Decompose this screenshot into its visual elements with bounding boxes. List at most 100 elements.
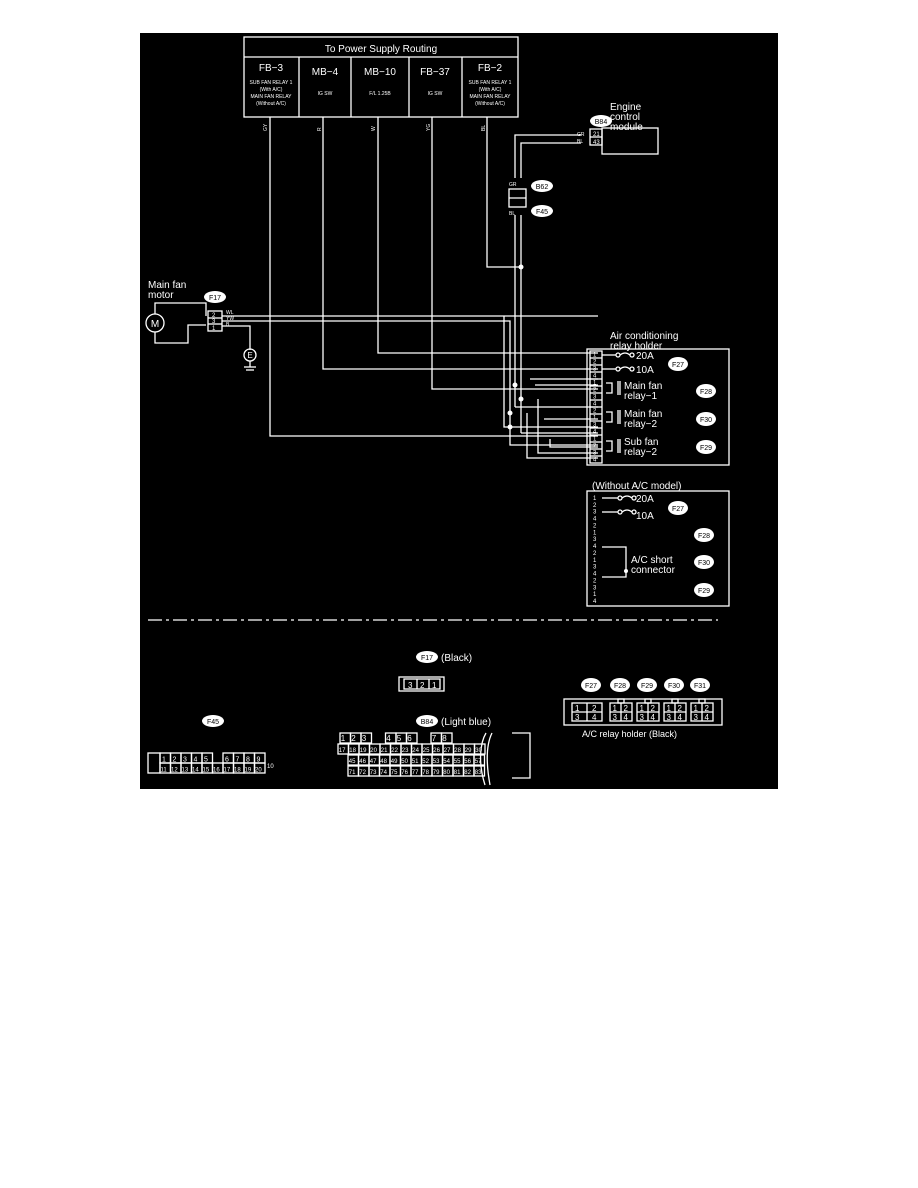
ground-symbol: E bbox=[247, 351, 252, 360]
relay-view-code: F31 bbox=[694, 683, 706, 690]
f45-pin-top: 3 bbox=[183, 757, 187, 764]
without-ac-pin: 4 bbox=[593, 599, 597, 605]
f45-pin-bottom: 18 bbox=[234, 768, 241, 774]
relay-pin: 2 bbox=[593, 409, 597, 415]
f45-pin-top: 5 bbox=[204, 757, 208, 764]
b84-pin: 25 bbox=[423, 748, 430, 754]
b84-pin: 71 bbox=[349, 770, 356, 776]
without-ac-fuse-10a: 10A bbox=[636, 511, 654, 522]
fb3-desc-3: MAIN FAN RELAY bbox=[250, 94, 292, 100]
relay-pin: 2 bbox=[593, 388, 597, 394]
short-connector-line2: connector bbox=[631, 565, 676, 576]
main-fan-motor: Main fan motor M 2 3 1 WL YW B F17 E bbox=[145, 280, 257, 371]
b84-pin: 50 bbox=[401, 759, 408, 765]
without-ac-pin: 1 bbox=[593, 558, 597, 564]
fb3-desc-4: (Without A/C) bbox=[256, 101, 286, 107]
fb3-desc-2: (With A/C) bbox=[260, 87, 283, 93]
fb3-code: FB−3 bbox=[259, 63, 284, 74]
ecm-label-2: control bbox=[610, 112, 640, 123]
b84-pin: 78 bbox=[422, 770, 429, 776]
relay-pin: 4 bbox=[593, 402, 597, 408]
b84-pin: 8 bbox=[442, 734, 447, 743]
without-ac-pin: 2 bbox=[593, 503, 597, 509]
b84-pin: 51 bbox=[412, 759, 419, 765]
b84-pin-cell bbox=[473, 743, 486, 755]
f17-pin: 2 bbox=[420, 681, 425, 690]
ecm-label-3: module bbox=[610, 122, 643, 133]
f17-view-code: F17 bbox=[421, 655, 433, 662]
f45-pin-bottom: 12 bbox=[171, 768, 178, 774]
relay-view-pin: 2 bbox=[592, 704, 597, 713]
b84-pin-cell bbox=[473, 754, 486, 766]
b84-pin: 27 bbox=[444, 748, 451, 754]
relay-view-frame bbox=[563, 698, 723, 726]
relay-view-pin: 1 bbox=[667, 704, 672, 713]
without-ac-pin: 4 bbox=[593, 517, 597, 523]
without-ac-pin: 3 bbox=[593, 565, 597, 571]
b84-pin: 20 bbox=[370, 748, 377, 754]
motor-pin-1: 2 bbox=[212, 313, 216, 319]
b84-pin: 17 bbox=[339, 748, 346, 754]
motor-wire-2: YW bbox=[226, 316, 234, 322]
b84-pin: 54 bbox=[443, 759, 450, 765]
b84-pin: 76 bbox=[401, 770, 408, 776]
b84-pin: 45 bbox=[349, 759, 356, 765]
relay-pin: 4 bbox=[593, 430, 597, 436]
wire-tag-mb4: R bbox=[317, 127, 323, 131]
motor-label-2: motor bbox=[148, 290, 174, 301]
ecm-pin-1: 21 bbox=[593, 132, 600, 138]
relay-holder-view: A/C relay holder (Black) bbox=[582, 729, 677, 739]
fb2-code: FB−2 bbox=[478, 63, 503, 74]
relay-view-pin: 4 bbox=[624, 713, 629, 722]
relay-view-pin: 1 bbox=[575, 704, 580, 713]
b84-pin: 79 bbox=[433, 770, 440, 776]
without-ac-pin: 1 bbox=[593, 592, 597, 598]
f45-pin-top: 7 bbox=[236, 757, 240, 764]
b84-pin: 4 bbox=[386, 734, 391, 743]
wiring-diagram-svg: To Power Supply Routing FB−3 SUB FAN REL… bbox=[145, 36, 730, 786]
without-ac-pin: 3 bbox=[593, 585, 597, 591]
fb2-desc-2: (With A/C) bbox=[479, 87, 502, 93]
b84-pin: 1 bbox=[341, 734, 346, 743]
relay-view-code: F28 bbox=[614, 683, 626, 690]
relay-view-label: A/C relay holder (Black) bbox=[582, 729, 677, 739]
f17-view-label: (Black) bbox=[441, 653, 472, 664]
motor-symbol: M bbox=[151, 319, 159, 330]
relay-view-block-key bbox=[671, 698, 679, 704]
b84-pin: 55 bbox=[454, 759, 461, 765]
b84-pin: 7 bbox=[432, 734, 437, 743]
without-ac-pin: 2 bbox=[593, 523, 597, 529]
relay-view-pin: 4 bbox=[678, 713, 683, 722]
relay1-line1: Main fan bbox=[624, 381, 662, 392]
f45-pin-top: 6 bbox=[225, 757, 229, 764]
b84-pin: 81 bbox=[454, 770, 461, 776]
b84-pin: 21 bbox=[381, 748, 388, 754]
relay-view-pin: 1 bbox=[694, 704, 699, 713]
wire-tag-fb2: BL bbox=[481, 125, 487, 131]
fb37-desc: IG SW bbox=[428, 91, 443, 97]
b84-pin: 48 bbox=[380, 759, 387, 765]
f45-pin-bottom: 14 bbox=[192, 768, 199, 774]
without-ac-pin: 3 bbox=[593, 537, 597, 543]
f45-pin-top: 1 bbox=[162, 757, 166, 764]
relay-view-pin: 4 bbox=[705, 713, 710, 722]
without-ac-pin: 4 bbox=[593, 544, 597, 550]
b84-pin: 49 bbox=[391, 759, 398, 765]
f17-pin: 1 bbox=[432, 681, 437, 690]
f45-pin-bottom: 17 bbox=[224, 768, 231, 774]
supply-wire-tags: GY R W YG BL bbox=[263, 123, 487, 131]
relay-pin: 3 bbox=[593, 423, 597, 429]
relay-view-code-badge bbox=[637, 678, 657, 692]
b84-pin-cell bbox=[473, 765, 486, 777]
wires bbox=[222, 117, 598, 459]
ecm-wire-1: GR bbox=[577, 132, 585, 138]
b84-pin-cell bbox=[440, 732, 453, 744]
relay-view-pin: 4 bbox=[592, 713, 597, 722]
relay-view-pin: 2 bbox=[624, 704, 629, 713]
b84-pin: 56 bbox=[464, 759, 471, 765]
without-ac-conn-f27: F27 bbox=[672, 506, 684, 513]
relay2-line1: Main fan bbox=[624, 409, 662, 420]
